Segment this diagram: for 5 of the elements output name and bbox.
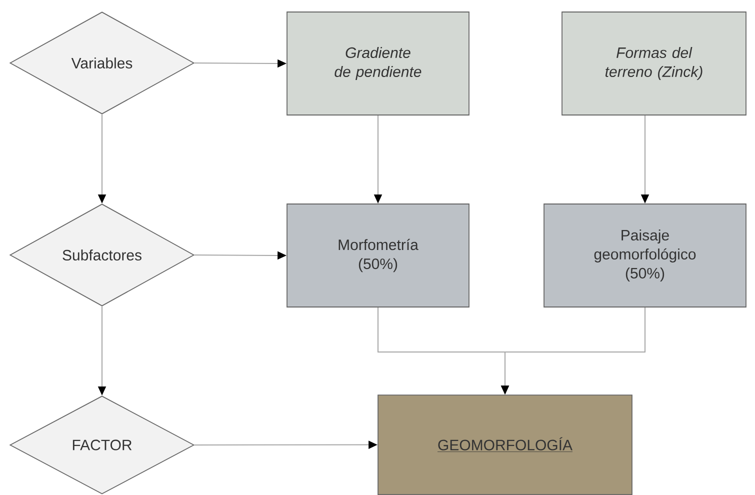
process-box: Morfometría (50%) bbox=[286, 204, 470, 308]
process-box: Formas del terreno (Zinck) bbox=[562, 12, 746, 116]
process-box: Paisaje geomorfológico (50%) bbox=[544, 204, 746, 308]
process-box: Gradiente de pendiente bbox=[286, 12, 470, 116]
process-box: GEOMORFOLOGÍA bbox=[378, 394, 632, 495]
